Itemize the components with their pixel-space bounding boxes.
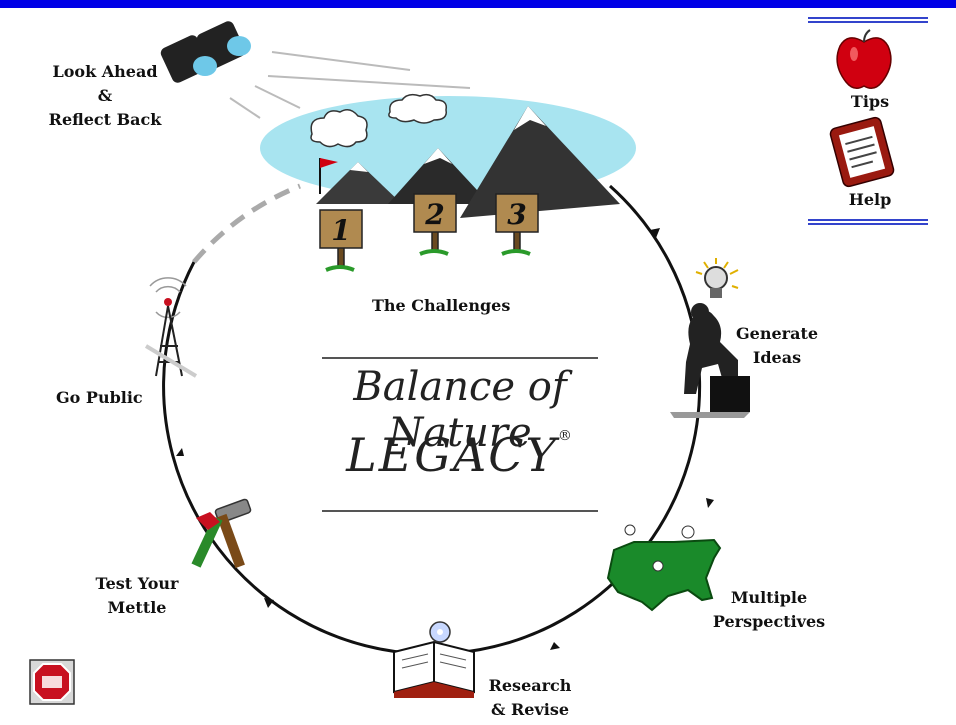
sign-number-1: 1 bbox=[331, 214, 350, 247]
title-rule-bottom bbox=[322, 510, 598, 512]
help-label[interactable]: Help bbox=[848, 190, 892, 209]
clipboard-icon[interactable] bbox=[829, 116, 895, 188]
challenges-label[interactable]: The Challenges bbox=[372, 296, 511, 315]
binoculars-icon[interactable] bbox=[159, 19, 251, 84]
lightbulb-icon[interactable] bbox=[695, 258, 739, 298]
hammer-wrench-icon[interactable] bbox=[191, 498, 252, 569]
tips-help-panel bbox=[808, 17, 928, 225]
title-line1: Balance of Nature bbox=[353, 364, 567, 456]
sign-numbers: 1 2 3 bbox=[331, 198, 526, 247]
title-line2: LEGACY® bbox=[300, 428, 620, 482]
cycle-dashed-path bbox=[192, 183, 301, 264]
apple-icon[interactable] bbox=[836, 29, 892, 89]
title-legacy: LEGACY bbox=[346, 428, 558, 482]
sign-number-3: 3 bbox=[507, 198, 526, 231]
registered-mark: ® bbox=[557, 428, 574, 444]
generate-ideas-label[interactable]: Generate Ideas bbox=[735, 324, 819, 367]
radio-tower-icon[interactable] bbox=[144, 277, 198, 378]
test-mettle-label[interactable]: Test Your Mettle bbox=[95, 574, 179, 617]
multiple-perspectives-label[interactable]: Multiple Perspectives bbox=[712, 588, 826, 631]
research-revise-label[interactable]: Research & Revise bbox=[488, 676, 572, 719]
book-cd-icon[interactable] bbox=[393, 621, 475, 698]
usa-map-icon[interactable] bbox=[606, 524, 722, 612]
tips-label[interactable]: Tips bbox=[850, 92, 890, 111]
stop-icon[interactable] bbox=[29, 659, 75, 705]
thinker-statue-icon[interactable] bbox=[670, 303, 750, 418]
cycle-arrows bbox=[176, 228, 714, 650]
look-ahead-label[interactable]: Look Ahead & Reflect Back bbox=[48, 62, 162, 129]
sight-lines bbox=[229, 51, 471, 119]
sign-number-2: 2 bbox=[424, 198, 444, 231]
title-rule-top bbox=[322, 357, 598, 359]
challenges-illustration[interactable] bbox=[260, 93, 636, 272]
app-window: 1 2 3 bbox=[0, 8, 956, 725]
cycle-diagram: 1 2 3 bbox=[29, 17, 928, 705]
go-public-label[interactable]: Go Public bbox=[56, 388, 143, 407]
